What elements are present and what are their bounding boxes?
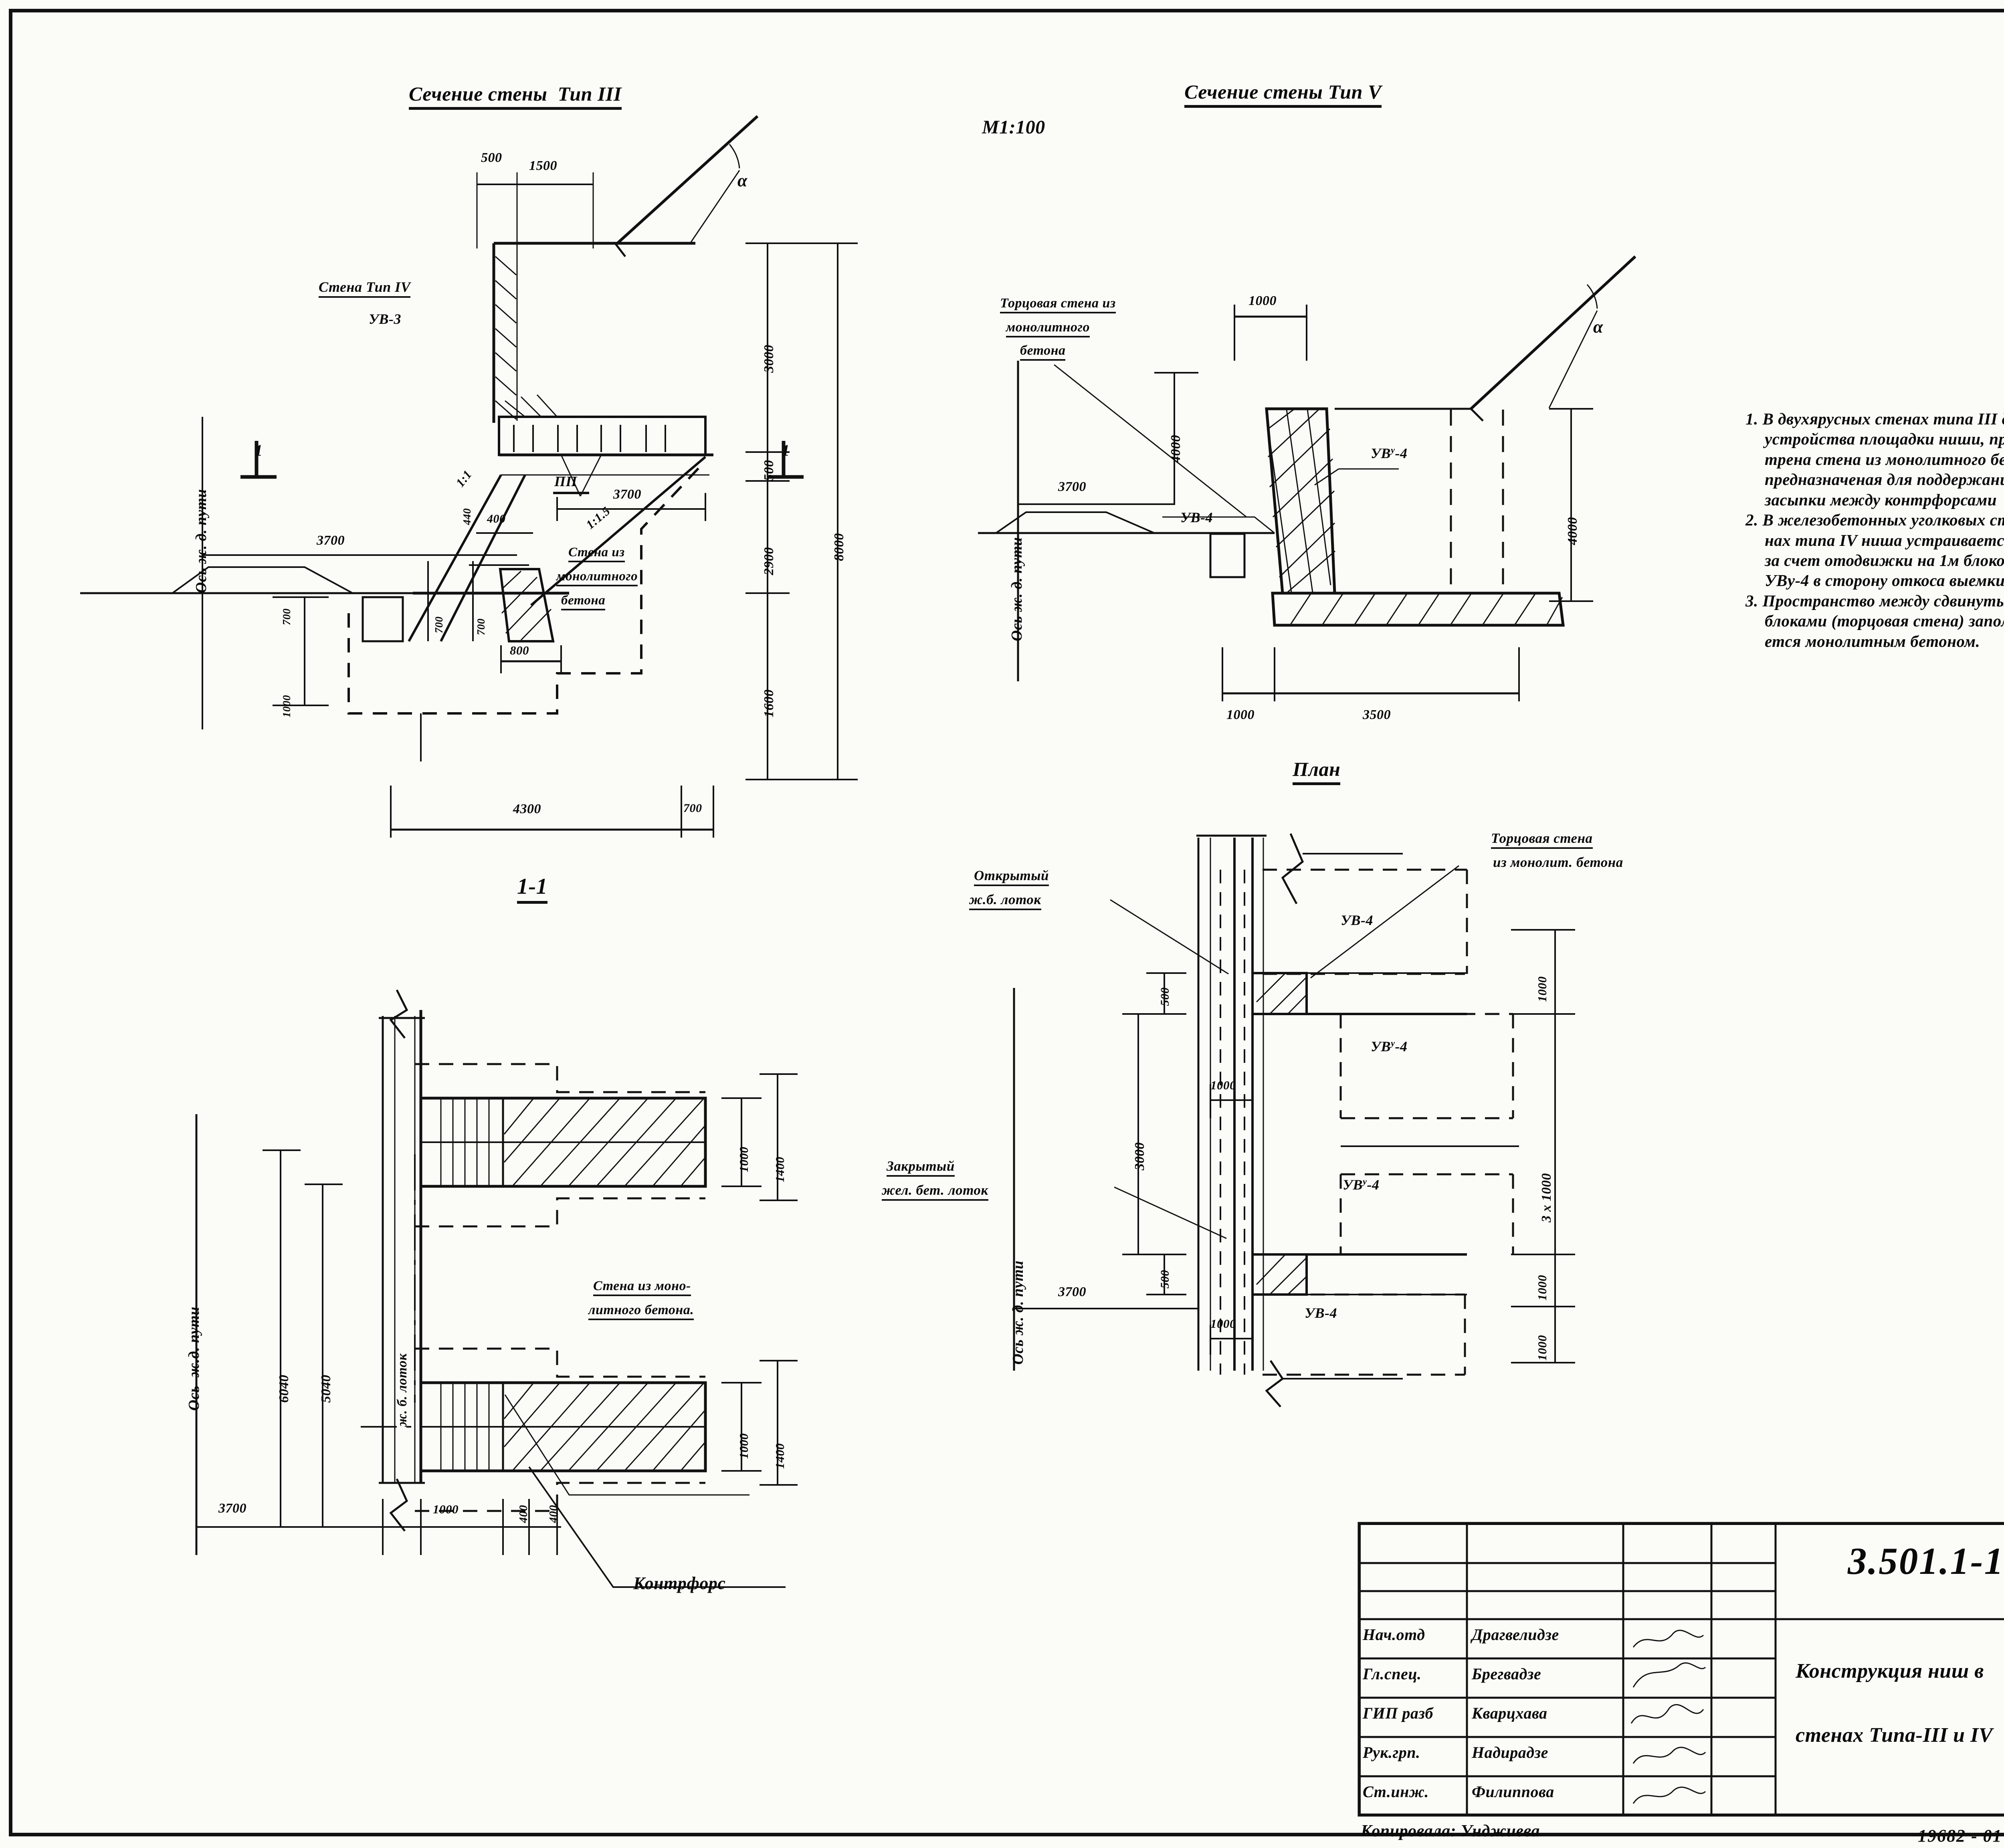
label-pp: ПП bbox=[554, 473, 578, 489]
section5-scale: М1:100 bbox=[982, 117, 1045, 138]
s11-dim-3700: 3700 bbox=[218, 1501, 246, 1516]
label-uv4-left-s5: УВ-4 bbox=[1180, 509, 1213, 525]
copy-note: Копировала: Унджиева bbox=[1361, 1822, 1540, 1840]
signature-name: Брегвадзе bbox=[1472, 1665, 1541, 1683]
signature-name: Кварцхава bbox=[1472, 1704, 1547, 1722]
signature-name: Драгвелидзе bbox=[1472, 1626, 1559, 1644]
dim-1500: 1500 bbox=[529, 158, 557, 173]
section-mark-left: 1 bbox=[255, 441, 263, 459]
label-monolith-wall-l2: монолитного bbox=[556, 569, 638, 586]
section3-title: Сечение стены Тип III bbox=[409, 82, 622, 110]
label-end-wall-l2-s5: монолитного bbox=[1006, 320, 1090, 337]
plan-block-3: УВу-4 bbox=[1343, 1176, 1380, 1193]
note-line: трена стена из монолитного бетона bbox=[1765, 450, 2004, 469]
drawing-number: 3.501.1-135.0- 84 bbox=[1848, 1540, 2004, 1582]
note-line: устройства площадки ниши, предусмо- bbox=[1765, 430, 2004, 448]
plan-dim-1000a: 1000 bbox=[1210, 1078, 1236, 1092]
note-line: за счет отодвижки на 1м блоков bbox=[1765, 551, 2004, 570]
dim-3700-right-s3: 3700 bbox=[613, 487, 641, 502]
dim-500: 500 bbox=[481, 150, 502, 165]
s11-label-counterfort: Контрфорс bbox=[633, 1573, 726, 1593]
plan-block-2: УВу-4 bbox=[1371, 1038, 1408, 1054]
signature-name: Надирадзе bbox=[1472, 1743, 1548, 1761]
dim-400-s3: 400 bbox=[487, 512, 506, 525]
note-line: ется монолитным бетоном. bbox=[1765, 632, 1980, 650]
note-line: 3. Пространство между сдвинутыми bbox=[1745, 591, 2004, 610]
signature-name: Филиппова bbox=[1472, 1783, 1554, 1801]
dim-800-s3: 800 bbox=[510, 643, 529, 657]
note-line: предназначеная для поддержания откоса bbox=[1765, 470, 2004, 489]
plan-block-4: УВ-4 bbox=[1305, 1305, 1337, 1321]
archive-code: 19682 - 01 117 bbox=[1918, 1826, 2002, 1846]
label-wall-type4: Стена Тип IV bbox=[319, 279, 411, 298]
label-end-wall-plan-l1: Торцовая стена bbox=[1491, 830, 1593, 849]
dim-3500-s5: 3500 bbox=[1363, 707, 1391, 722]
dim-3700-s5: 3700 bbox=[1058, 479, 1086, 494]
plan-block-1: УВ-4 bbox=[1341, 912, 1374, 928]
signature-role: Ст.инж. bbox=[1363, 1783, 1429, 1801]
drawing-name-line2: стенах Типа-III и IV bbox=[1796, 1724, 1993, 1747]
dim-3700-left-s3: 3700 bbox=[317, 533, 345, 548]
dim-1000-bot-s5: 1000 bbox=[1226, 707, 1255, 722]
s11-label-monolith-l1: Стена из моно- bbox=[593, 1278, 691, 1296]
note-line: 2. В железобетонных уголковых сте- bbox=[1745, 511, 2004, 529]
note-line: 1. В двухярусных стенах типа III для bbox=[1745, 410, 2004, 428]
label-closed-tray-l1: Закрытый bbox=[887, 1158, 955, 1177]
plan-title: План bbox=[1293, 757, 1341, 785]
dim-4300: 4300 bbox=[513, 802, 541, 816]
label-uv4-right-s5: УВу-4 bbox=[1371, 445, 1408, 461]
label-end-wall-plan-l2: из монолит. бетона bbox=[1493, 854, 1623, 870]
note-line: УВу-4 в сторону откоса выемки. bbox=[1765, 571, 2004, 590]
signature-role: ГИП разб bbox=[1363, 1704, 1433, 1722]
plan-dim-1000b: 1000 bbox=[1210, 1317, 1236, 1331]
label-uv3: УВ-3 bbox=[369, 311, 402, 327]
section11-title: 1-1 bbox=[517, 874, 548, 904]
plan-dim-3700: 3700 bbox=[1058, 1285, 1086, 1299]
section5-title: Сечение стены Тип V bbox=[1184, 80, 1382, 108]
label-open-tray-l1: Открытый bbox=[974, 868, 1049, 886]
label-end-wall-l1-s5: Торцовая стена из bbox=[1000, 296, 1116, 313]
note-line: засыпки между контрфорсами bbox=[1765, 490, 1997, 509]
sheet-border bbox=[9, 9, 2004, 1836]
angle-alpha-s5: α bbox=[1593, 317, 1603, 337]
label-end-wall-l3-s5: бетона bbox=[1020, 343, 1066, 361]
label-monolith-wall-l1: Стена из bbox=[568, 545, 625, 562]
signature-role: Рук.грп. bbox=[1363, 1743, 1420, 1761]
label-open-tray-l2: ж.б. лоток bbox=[969, 892, 1041, 910]
signature-role: Гл.спец. bbox=[1363, 1665, 1422, 1683]
section-mark-right: 1 bbox=[782, 441, 790, 459]
note-line: нах типа IV ниша устраивается bbox=[1765, 531, 2004, 549]
note-line: блоками (торцовая стена) заполня- bbox=[1765, 612, 2004, 630]
s11-dim-1000: 1000 bbox=[433, 1502, 459, 1516]
notes-block: 1. В двухярусных стенах типа III для устр… bbox=[1745, 409, 2004, 651]
dim-1000-top-s5: 1000 bbox=[1248, 293, 1277, 308]
label-monolith-wall-l3: бетона bbox=[561, 593, 606, 610]
s11-label-monolith-l2: литного бетона. bbox=[588, 1303, 694, 1320]
angle-alpha-s3: α bbox=[737, 171, 747, 190]
label-closed-tray-l2: жел. бет. лоток bbox=[882, 1182, 988, 1201]
dim-700b: 700 bbox=[683, 802, 702, 815]
signature-role: Нач.отд bbox=[1363, 1626, 1425, 1644]
drawing-name-line1: Конструкция ниш в bbox=[1796, 1660, 1984, 1682]
